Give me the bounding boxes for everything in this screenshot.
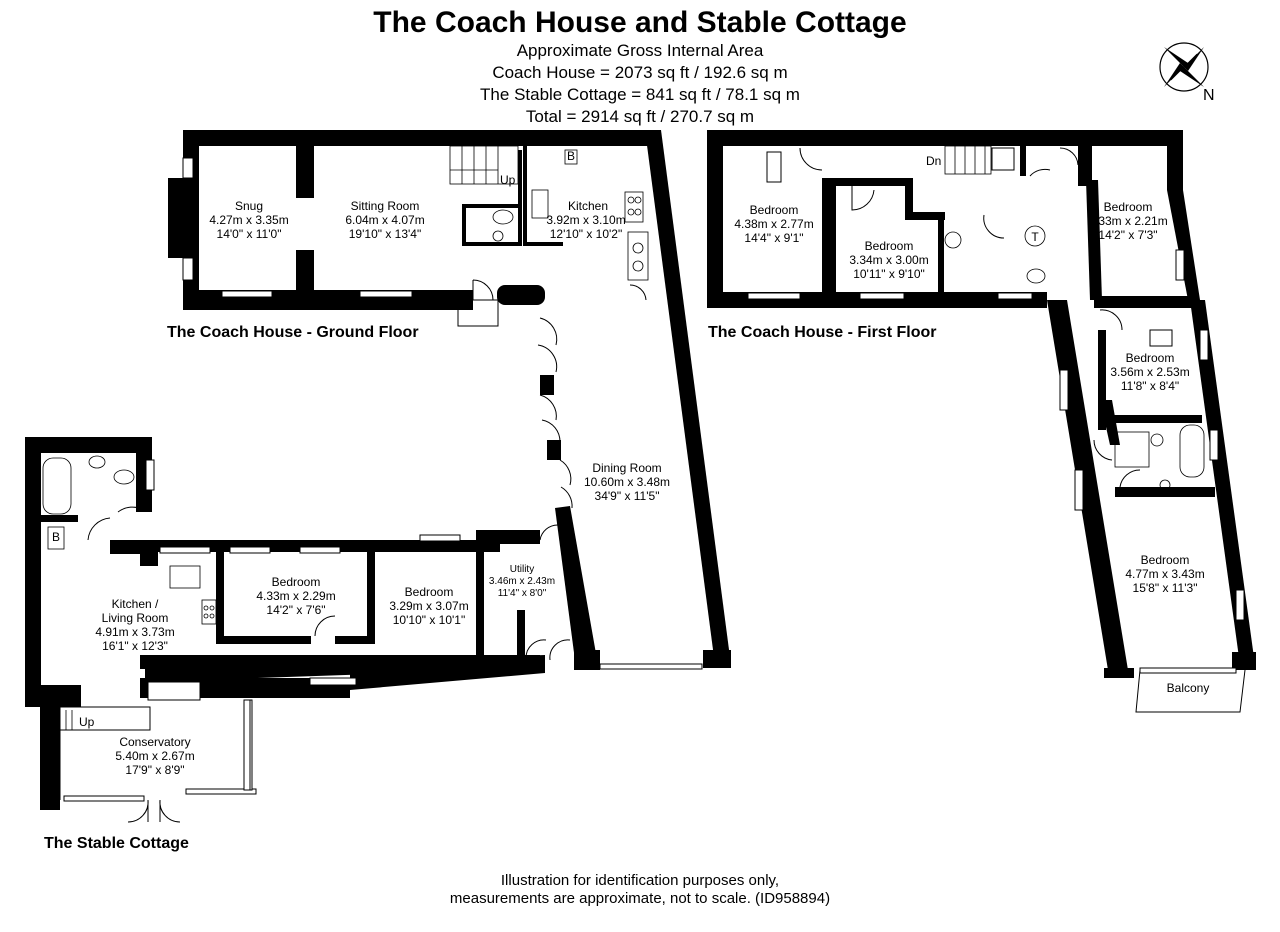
- room-sc-kitchen-name1: Kitchen /: [112, 597, 159, 611]
- boiler-stable-tag: B: [52, 530, 60, 544]
- room-sitting-name: Sitting Room: [351, 199, 420, 213]
- floor-label-coach-ground: The Coach House - Ground Floor: [167, 324, 419, 341]
- coach-first-doors: [799, 147, 1246, 713]
- room-stable-bedroom-1: Bedroom 4.33m x 2.29m 14'2" x 7'6": [256, 575, 335, 617]
- room-fb5-name: Bedroom: [1141, 553, 1190, 567]
- room-fb5-imperial: 15'8" x 11'3": [1133, 581, 1198, 595]
- room-snug-metric: 4.27m x 3.35m: [209, 213, 288, 227]
- room-sc-kitchen-metric: 4.91m x 3.73m: [95, 625, 174, 639]
- footer-disclaimer-2: measurements are approximate, not to sca…: [449, 890, 831, 907]
- room-utility-name: Utility: [510, 564, 534, 575]
- room-utility-metric: 3.46m x 2.43m: [489, 576, 555, 587]
- room-fb3-metric: 4.33m x 2.21m: [1088, 214, 1167, 228]
- room-fb4-metric: 3.56m x 2.53m: [1110, 365, 1189, 379]
- room-sc-bed1-name: Bedroom: [272, 575, 321, 589]
- tank-tag: T: [1031, 230, 1039, 244]
- compass-icon: [1159, 42, 1209, 92]
- area-subtitle: Approximate Gross Internal Area: [516, 41, 764, 60]
- room-dining-name: Dining Room: [592, 461, 661, 475]
- room-dining-metric: 10.60m x 3.48m: [584, 475, 670, 489]
- floor-label-stable: The Stable Cottage: [44, 835, 189, 852]
- room-first-bedroom-5: Bedroom 4.77m x 3.43m 15'8" x 11'3": [1125, 553, 1204, 595]
- room-utility: Utility 3.46m x 2.43m 11'4" x 8'0": [489, 564, 555, 599]
- coach-first-fixtures: [944, 225, 1205, 491]
- room-fb4-name: Bedroom: [1126, 351, 1175, 365]
- room-fb3-name: Bedroom: [1104, 200, 1153, 214]
- room-fb1-name: Bedroom: [750, 203, 799, 217]
- room-conservatory-imperial: 17'9" x 8'9": [125, 763, 184, 777]
- compass-north-label: N: [1203, 87, 1215, 104]
- coach-ground-walls: [168, 130, 731, 670]
- room-conservatory-name: Conservatory: [119, 735, 190, 749]
- room-fb5-metric: 4.77m x 3.43m: [1125, 567, 1204, 581]
- room-kitchen: Kitchen 3.92m x 3.10m 12'10" x 10'2": [546, 199, 625, 241]
- room-fb1-imperial: 14'4" x 9'1": [744, 231, 803, 245]
- room-sc-bed2-name: Bedroom: [405, 585, 454, 599]
- stable-fixtures: [42, 455, 217, 730]
- stable-doors: [59, 506, 547, 823]
- room-snug: Snug 4.27m x 3.35m 14'0" x 11'0": [209, 199, 288, 241]
- floor-label-coach-first: The Coach House - First Floor: [708, 324, 937, 341]
- plan-title: The Coach House and Stable Cottage: [373, 6, 907, 39]
- stairs-down-first-tag: Dn: [926, 154, 941, 168]
- room-sitting-imperial: 19'10" x 13'4": [349, 227, 422, 241]
- room-fb4-imperial: 11'8" x 8'4": [1121, 379, 1179, 393]
- room-first-bedroom-2: Bedroom 3.34m x 3.00m 10'11" x 9'10": [849, 239, 928, 281]
- area-stable-cottage: The Stable Cottage = 841 sq ft / 78.1 sq…: [480, 85, 800, 104]
- room-fb2-name: Bedroom: [865, 239, 914, 253]
- room-sc-bed2-imperial: 10'10" x 10'1": [393, 613, 466, 627]
- room-sitting: Sitting Room 6.04m x 4.07m 19'10" x 13'4…: [345, 199, 424, 241]
- stairs-up-ground-tag: Up: [500, 173, 516, 187]
- room-kitchen-name: Kitchen: [568, 199, 608, 213]
- room-sc-bed1-imperial: 14'2" x 7'6": [266, 603, 325, 617]
- room-sitting-metric: 6.04m x 4.07m: [345, 213, 424, 227]
- coach-ground-doors: [457, 279, 647, 661]
- room-dining: Dining Room 10.60m x 3.48m 34'9" x 11'5": [584, 461, 670, 503]
- room-snug-imperial: 14'0" x 11'0": [217, 227, 282, 241]
- room-first-bedroom-3: Bedroom 4.33m x 2.21m 14'2" x 7'3": [1088, 200, 1167, 242]
- room-kitchen-imperial: 12'10" x 10'2": [550, 227, 623, 241]
- room-first-bedroom-4: Bedroom 3.56m x 2.53m 11'8" x 8'4": [1110, 351, 1189, 393]
- room-stable-kitchen: Kitchen / Living Room 4.91m x 3.73m 16'1…: [95, 597, 174, 653]
- room-sc-kitchen-name2: Living Room: [102, 611, 169, 625]
- room-balcony-name: Balcony: [1167, 681, 1210, 695]
- stairs-up-stable-tag: Up: [79, 715, 95, 729]
- stable-walls: [25, 437, 545, 810]
- room-snug-name: Snug: [235, 199, 263, 213]
- area-coach-house: Coach House = 2073 sq ft / 192.6 sq m: [492, 63, 788, 82]
- room-stable-bedroom-2: Bedroom 3.29m x 3.07m 10'10" x 10'1": [389, 585, 468, 627]
- coach-ground-fixtures: [181, 149, 649, 281]
- room-conservatory: Conservatory 5.40m x 2.67m 17'9" x 8'9": [115, 735, 194, 777]
- room-utility-imperial: 11'4" x 8'0": [498, 588, 547, 599]
- room-dining-imperial: 34'9" x 11'5": [595, 489, 660, 503]
- room-conservatory-metric: 5.40m x 2.67m: [115, 749, 194, 763]
- room-kitchen-metric: 3.92m x 3.10m: [546, 213, 625, 227]
- room-balcony: Balcony: [1167, 681, 1210, 695]
- coach-ground-windows: [182, 157, 703, 670]
- room-sc-bed2-metric: 3.29m x 3.07m: [389, 599, 468, 613]
- room-fb2-metric: 3.34m x 3.00m: [849, 253, 928, 267]
- coach-first-windows: [747, 147, 1245, 674]
- coach-first-stairs: [944, 145, 992, 175]
- room-first-bedroom-1: Bedroom 4.38m x 2.77m 14'4" x 9'1": [734, 203, 813, 245]
- boiler-ground-tag: B: [567, 149, 575, 163]
- room-sc-bed1-metric: 4.33m x 2.29m: [256, 589, 335, 603]
- room-fb1-metric: 4.38m x 2.77m: [734, 217, 813, 231]
- room-fb3-imperial: 14'2" x 7'3": [1098, 228, 1157, 242]
- coach-ground-stairs: [449, 145, 519, 185]
- stable-windows: [63, 459, 461, 802]
- area-total: Total = 2914 sq ft / 270.7 sq m: [525, 107, 755, 126]
- room-fb2-imperial: 10'11" x 9'10": [853, 267, 925, 281]
- room-sc-kitchen-imperial: 16'1" x 12'3": [102, 639, 168, 653]
- footer-disclaimer-1: Illustration for identification purposes…: [500, 872, 780, 889]
